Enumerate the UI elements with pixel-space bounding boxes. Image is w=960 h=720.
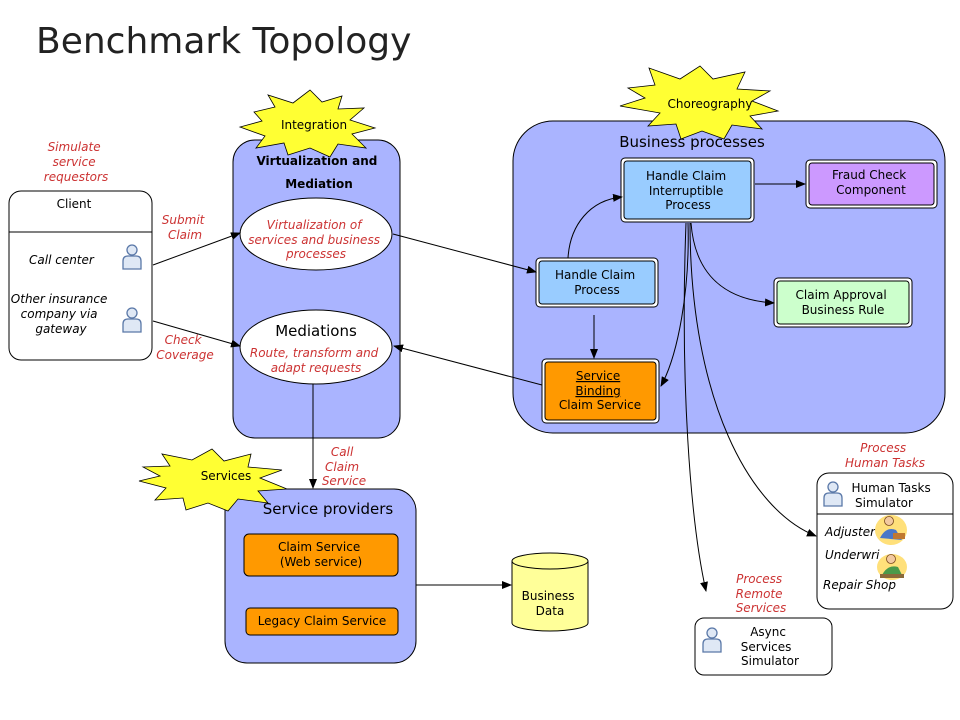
- submit-claim-arrow: [152, 232, 241, 266]
- simulate-requestors-annotation: Simulate service requestors: [44, 140, 108, 184]
- async-simulator-label: Async Services Simulator: [741, 625, 799, 668]
- virtualization-text: Virtualization of services and business …: [248, 218, 384, 261]
- handle-claim-interruptible-node: Handle Claim Interruptible Process: [620, 157, 755, 223]
- business-data-store: Business Data: [511, 552, 589, 632]
- client-box: Client Call center Other insurance compa…: [8, 190, 153, 361]
- handle-claim-to-interruptible-arrow: [567, 193, 623, 259]
- choreography-label: Choreography: [668, 97, 753, 111]
- mediations-text: Route, transform and adapt requests: [250, 346, 382, 375]
- process-remote-services-annotation: Process Remote Services: [736, 572, 787, 615]
- call-claim-service-annotation: Call Claim Service: [322, 445, 366, 488]
- claim-approval-label: Claim Approval Business Rule: [796, 288, 891, 317]
- legacy-claim-service-label: Legacy Claim Service: [258, 614, 387, 628]
- other-insurance-label: Other insurance company via gateway: [11, 292, 111, 336]
- worker-icon: [877, 554, 907, 580]
- virtualization-title: Virtualization and Mediation: [256, 154, 381, 191]
- claim-approval-node: Claim Approval Business Rule: [773, 277, 913, 328]
- service-providers-title: Service providers: [263, 500, 394, 518]
- integration-label: Integration: [281, 118, 347, 132]
- mediations-title: Mediations: [275, 322, 357, 340]
- human-tasks-simulator-box: Human Tasks Simulator Adjuster Underwri …: [816, 472, 954, 610]
- service-binding-label: Service Binding Claim Service: [559, 369, 641, 412]
- adjuster-label: Adjuster: [824, 525, 876, 539]
- interruptible-to-approval-arrow: [690, 222, 775, 307]
- claim-web-service-label: Claim Service (Web service): [278, 540, 364, 569]
- worker-icon: [875, 515, 907, 545]
- connector-arrows: [152, 180, 817, 592]
- virtualization-mediation-box: Virtualization and Mediation Virtualizat…: [232, 139, 401, 439]
- virtualization-to-handle-claim-arrow: [392, 233, 537, 274]
- interruptible-to-human-tasks-arrow: [689, 222, 817, 537]
- human-tasks-title: Human Tasks Simulator: [851, 481, 934, 510]
- fraud-check-node: Fraud Check Component: [805, 159, 938, 209]
- claim-web-service-node: [243, 533, 399, 577]
- handle-claim-process-label: Handle Claim Process: [555, 268, 639, 297]
- submit-claim-annotation: Submit Claim: [162, 213, 208, 242]
- handle-claim-interruptible-label: Handle Claim Interruptible Process: [646, 169, 730, 212]
- interruptible-to-async-arrow: [683, 222, 708, 592]
- services-label: Services: [201, 469, 252, 483]
- check-coverage-annotation: Check Coverage: [156, 333, 214, 362]
- binding-to-mediations-arrow: [393, 344, 543, 386]
- check-coverage-arrow: [152, 320, 241, 348]
- legacy-claim-service-node: [245, 607, 399, 636]
- client-title: Client: [57, 197, 92, 211]
- fraud-check-label: Fraud Check Component: [832, 168, 910, 197]
- async-simulator-box: Async Services Simulator: [694, 617, 833, 676]
- handle-claim-process-node: Handle Claim Process: [535, 257, 659, 308]
- underwriter-label: Underwri: [825, 548, 880, 562]
- service-binding-node: Service Binding Claim Service: [541, 358, 660, 424]
- integration-star: Integration: [238, 89, 377, 158]
- page-title: Benchmark Topology: [36, 21, 411, 62]
- repair-shop-label: Repair Shop: [823, 578, 896, 592]
- process-human-tasks-annotation: Process Human Tasks: [845, 441, 925, 470]
- interruptible-to-binding-arrow: [660, 222, 689, 387]
- business-data-label: Business Data: [522, 589, 579, 618]
- call-center-label: Call center: [29, 253, 95, 267]
- business-processes-title: Business processes: [619, 133, 765, 151]
- service-providers-box: Service providers Claim Service (Web ser…: [224, 488, 417, 664]
- services-star: Services: [138, 448, 288, 512]
- choreography-star: Choreography: [619, 65, 780, 140]
